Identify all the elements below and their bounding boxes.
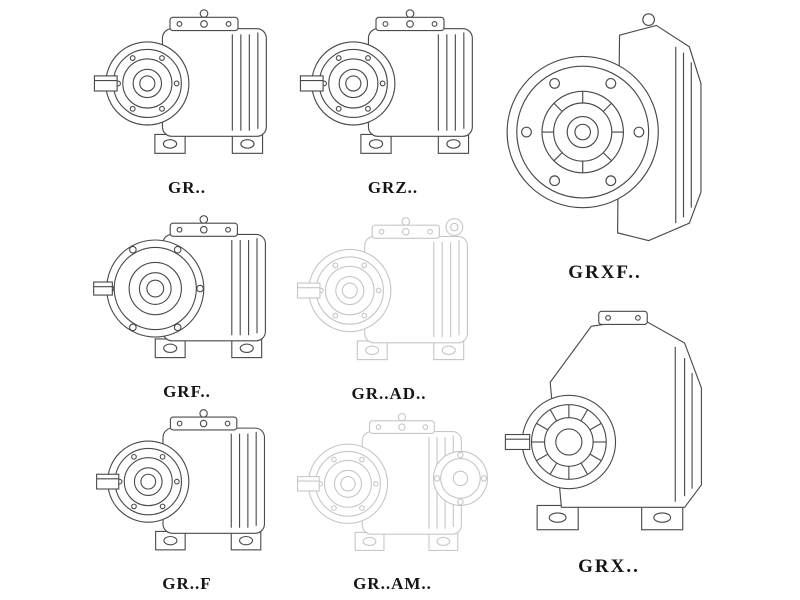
gearbox-grf-drawing (92, 212, 282, 380)
figure-gr-am: GR..AM.. (290, 410, 495, 594)
gearbox-grx-drawing (504, 310, 702, 531)
gearbox-grxf-label: GRXF.. (568, 262, 642, 283)
figure-gr-f: GR..F (92, 406, 282, 594)
gearbox-gr-drawing (92, 6, 282, 176)
gearbox-gr-ad-drawing (290, 214, 488, 382)
figure-gr: GR.. (92, 6, 282, 198)
gearbox-gr-am-label: GR..AM.. (353, 574, 432, 593)
figure-gr-ad: GR..AD.. (290, 214, 488, 404)
gearbox-grz-label: GRZ.. (367, 178, 419, 197)
gearbox-grx-label: GRX.. (578, 556, 640, 577)
figure-grf: GRF.. (92, 212, 282, 402)
gearbox-gr-ad-label: GR..AD.. (351, 384, 427, 403)
gearbox-grf-label: GRF.. (163, 382, 211, 401)
gearbox-gr-f-label: GR..F (162, 574, 212, 593)
gearbox-grxf-drawing (506, 13, 702, 242)
gearbox-gr-f-drawing (92, 406, 282, 572)
figure-grxf: GRXF.. (502, 8, 708, 284)
gearbox-grz-drawing (298, 6, 488, 176)
figure-grz: GRZ.. (298, 6, 488, 198)
gearbox-gr-label: GR.. (168, 178, 206, 197)
gearbox-gr-am-drawing (290, 410, 495, 572)
figure-grx: GRX.. (498, 302, 720, 578)
